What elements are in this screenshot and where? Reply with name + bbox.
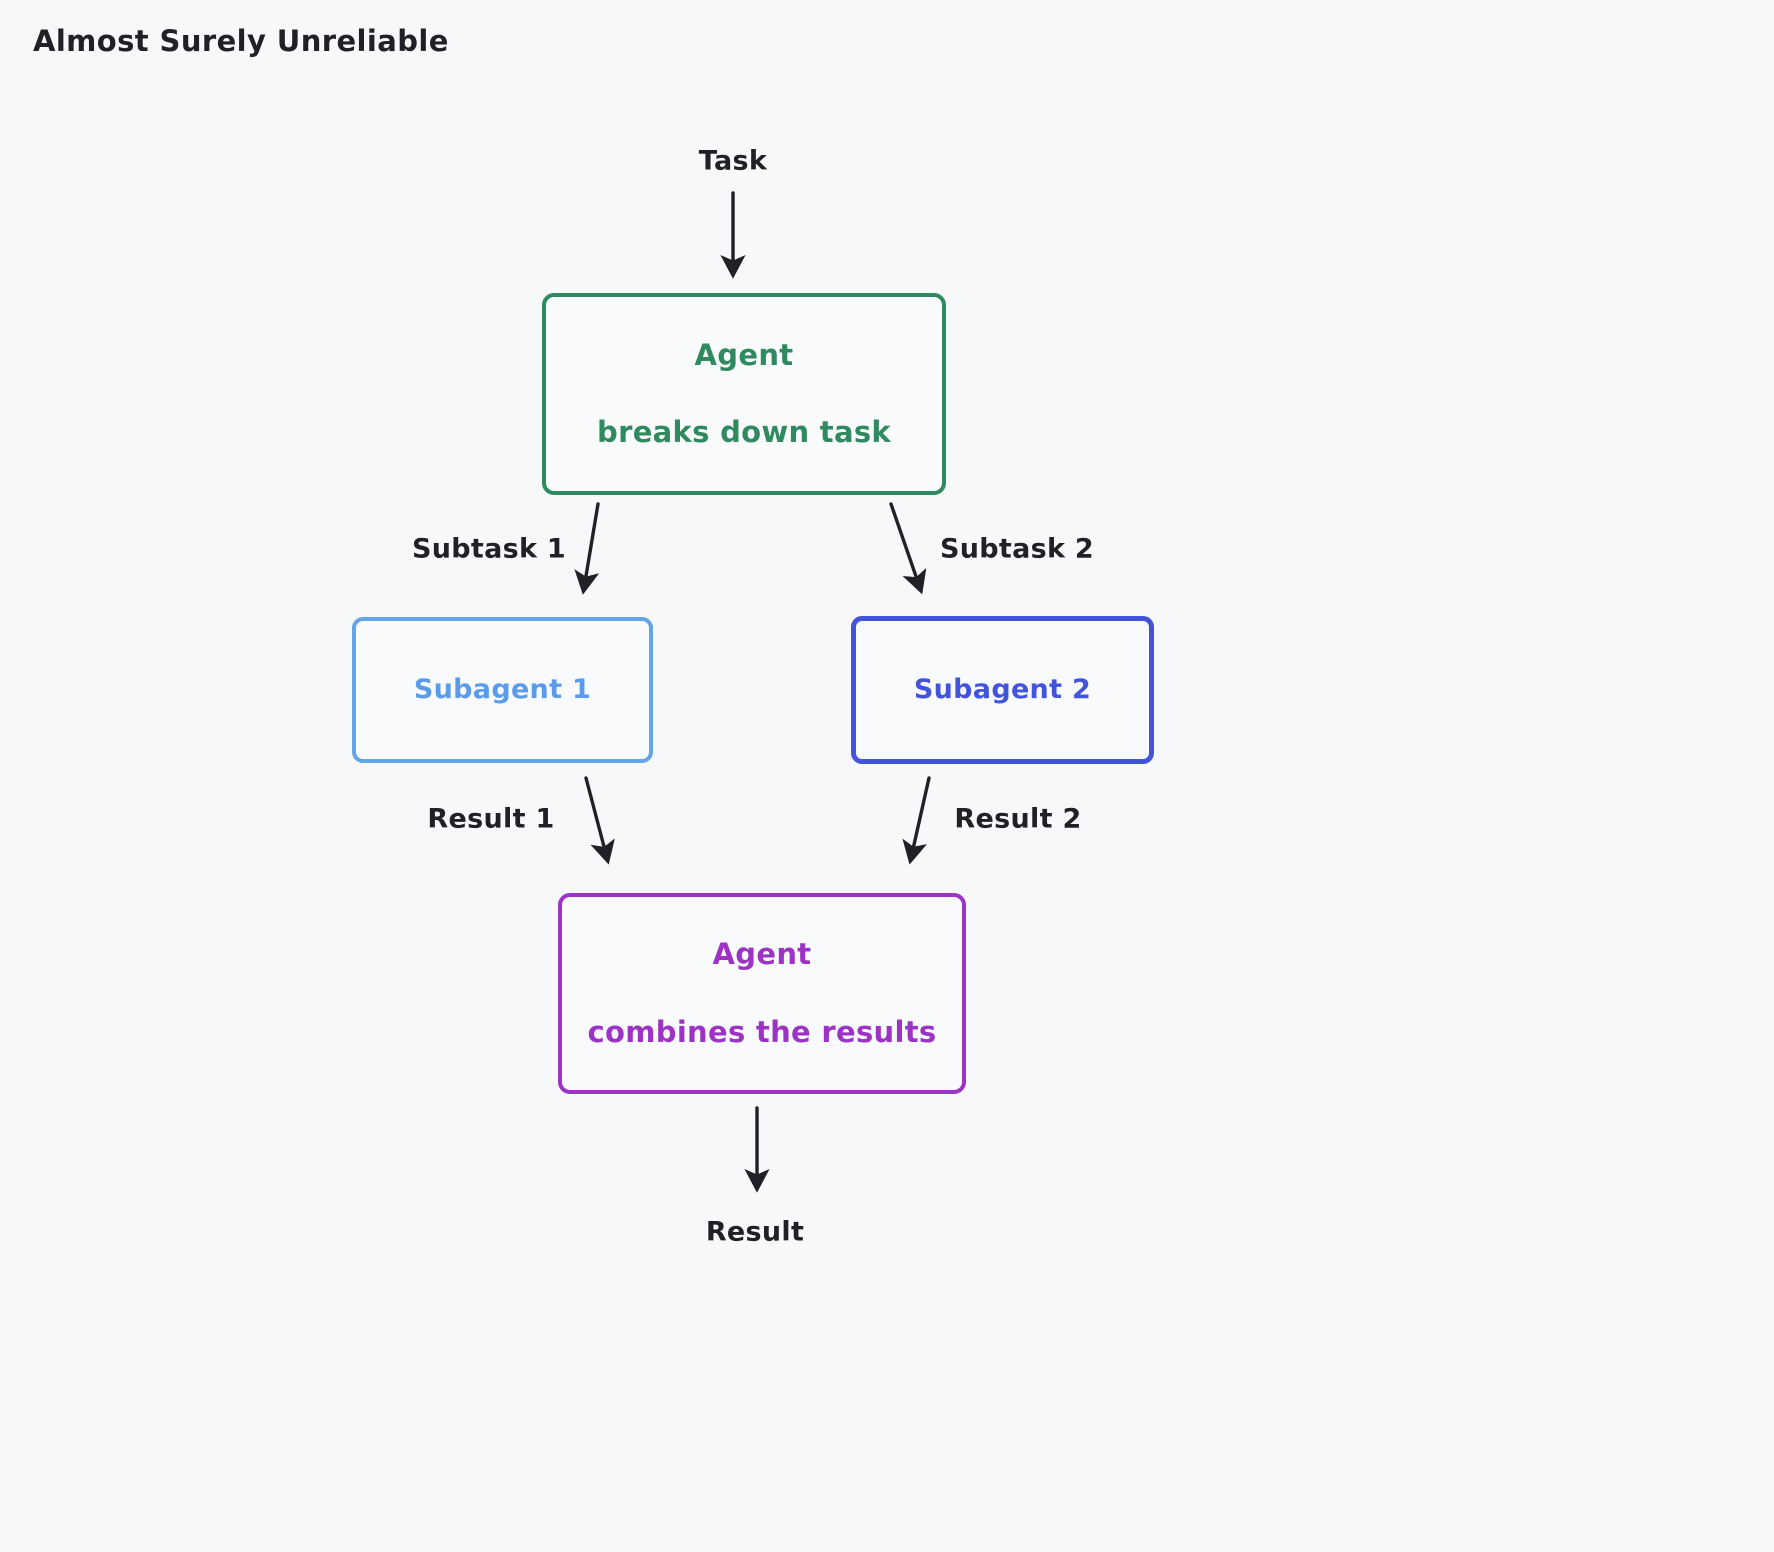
node-agent-combines-the-results[interactable]: Agent combines the results <box>558 893 966 1094</box>
edge-label-subtask-2: Subtask 2 <box>939 533 1095 565</box>
node-subagent-2-title: Subagent 2 <box>913 674 1092 706</box>
endpoint-label-task: Task <box>698 145 768 177</box>
node-subagent-2[interactable]: Subagent 2 <box>851 616 1154 764</box>
arrow-subagent-2-to-combine <box>902 776 931 865</box>
arrow-agent-to-subagent-2 <box>889 502 927 595</box>
arrow-agent-to-subagent-1 <box>574 502 600 595</box>
endpoint-label-result: Result <box>705 1216 805 1248</box>
node-agent-split-subtitle: breaks down task <box>597 415 891 449</box>
edge-label-result-2: Result 2 <box>954 803 1082 835</box>
node-agent-breaks-down-task[interactable]: Agent breaks down task <box>542 293 946 495</box>
node-agent-combine-subtitle: combines the results <box>587 1014 937 1049</box>
page-title: Almost Surely Unreliable <box>33 24 449 58</box>
edge-label-result-1: Result 1 <box>427 803 555 835</box>
edge-label-subtask-1: Subtask 1 <box>411 533 567 565</box>
node-subagent-1[interactable]: Subagent 1 <box>352 617 653 763</box>
node-agent-combine-title: Agent <box>712 937 812 972</box>
arrow-subagent-1-to-combine <box>584 776 615 865</box>
node-subagent-1-title: Subagent 1 <box>413 674 592 706</box>
node-agent-split-title: Agent <box>694 337 794 372</box>
